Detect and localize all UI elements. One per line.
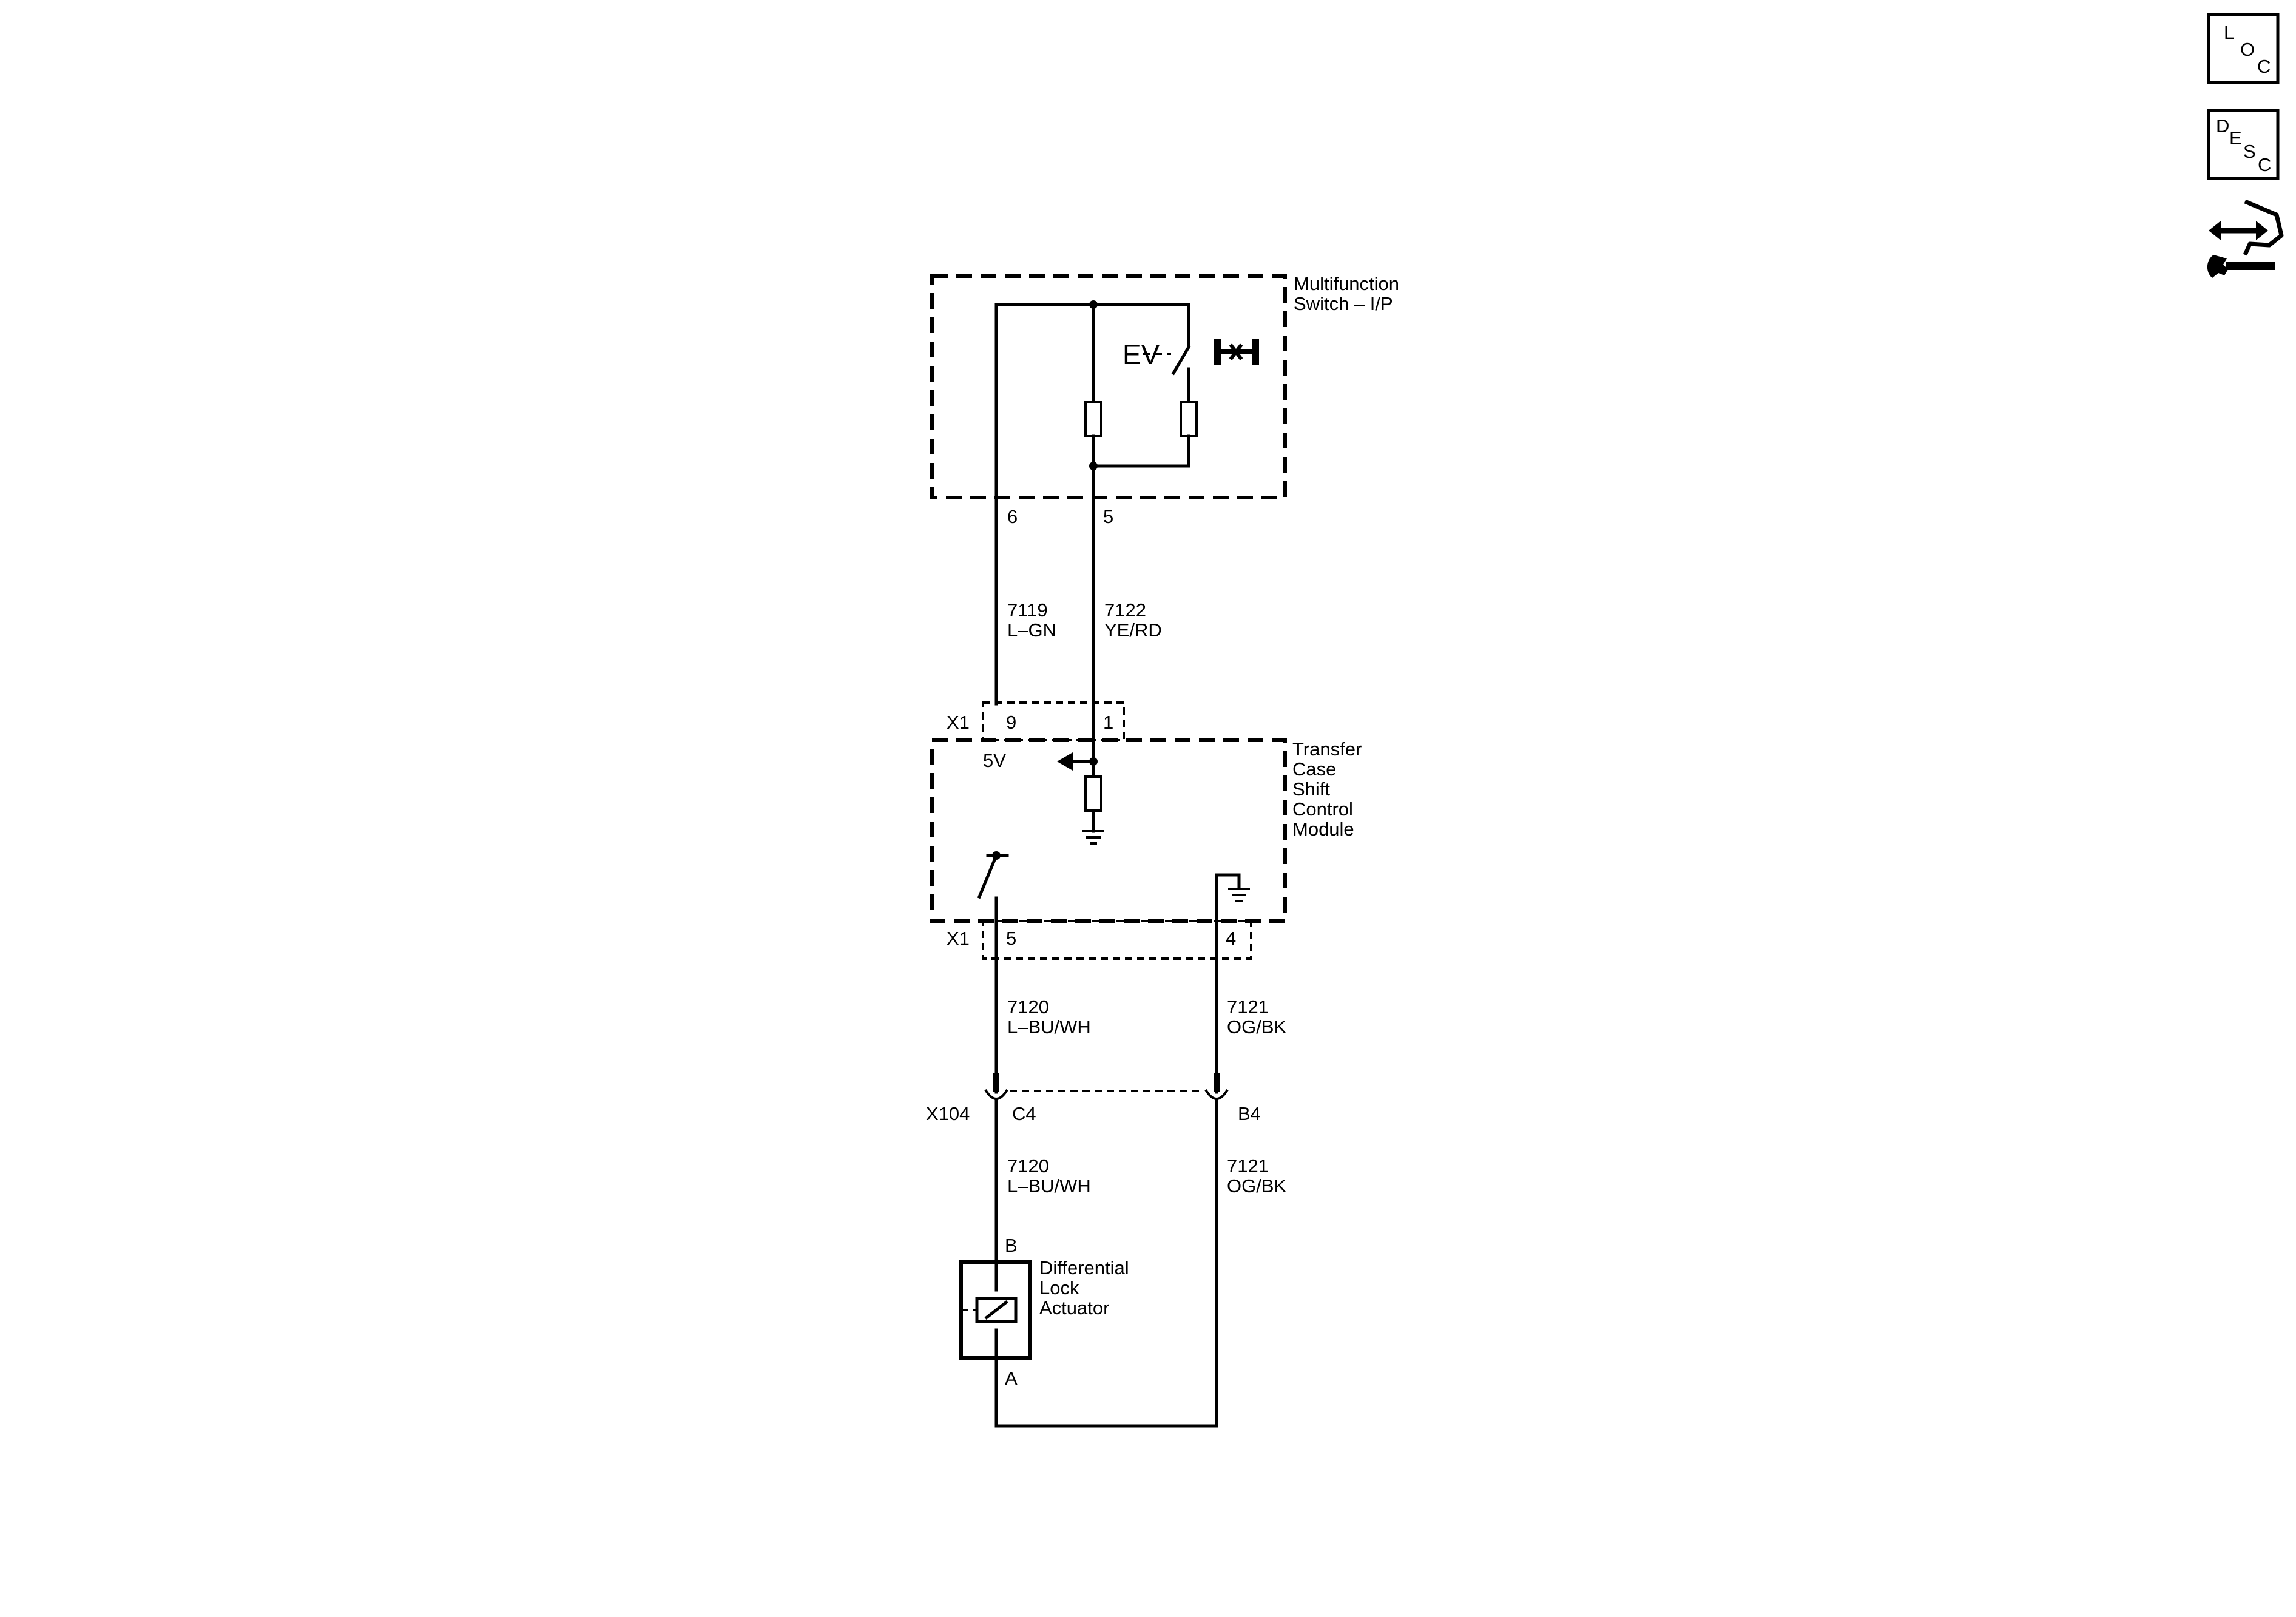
desc-icon[interactable]: D E S C	[2207, 109, 2280, 180]
tccm-label-line4: Control	[1292, 798, 1353, 820]
loc-letter-o: O	[2240, 39, 2255, 60]
svg-text:YE/RD: YE/RD	[1104, 619, 1162, 641]
x104-connector-label: X104	[926, 1103, 970, 1124]
svg-text:7121: 7121	[1227, 996, 1269, 1018]
wire-7120-upper-label: 7120 L–BU/WH	[1007, 996, 1091, 1038]
tccm-driver-switch	[977, 853, 999, 899]
svg-text:OG/BK: OG/BK	[1227, 1175, 1287, 1197]
x1-pin-4: 4	[1226, 928, 1236, 949]
svg-text:L–GN: L–GN	[1007, 619, 1056, 641]
tccm-label-line3: Shift	[1292, 778, 1330, 800]
loc-icon[interactable]: L O C	[2207, 13, 2280, 84]
actuator-label-line2: Lock	[1039, 1277, 1079, 1298]
svg-text:7120: 7120	[1007, 1155, 1049, 1176]
signal-arrow-icon	[1057, 752, 1073, 771]
svg-text:L–BU/WH: L–BU/WH	[1007, 1175, 1091, 1197]
actuator-pin-a: A	[1005, 1368, 1018, 1389]
x1-top-connector-label: X1	[947, 712, 970, 733]
ev-symbol-label: EV	[1123, 339, 1160, 370]
actuator-label-line1: Differential	[1039, 1257, 1129, 1278]
msw-resistor-2	[1180, 401, 1198, 437]
tccm-label-line1: Transfer	[1292, 738, 1362, 760]
msw-resistor-1	[1084, 401, 1102, 437]
connector-repair-icon[interactable]	[2207, 199, 2284, 278]
x1-bottom-connector-outline	[982, 920, 1252, 960]
svg-text:7119: 7119	[1007, 599, 1048, 621]
differential-lock-icon	[1214, 339, 1259, 365]
wire-7120-lower-label: 7120 L–BU/WH	[1007, 1155, 1091, 1197]
x1-pin-1: 1	[1103, 712, 1113, 733]
desc-letter-s: S	[2243, 141, 2256, 162]
svg-text:7121: 7121	[1227, 1155, 1269, 1176]
desc-letter-c: C	[2258, 154, 2271, 175]
tccm-label-line5: Module	[1292, 819, 1354, 840]
x1-bottom-connector-label: X1	[947, 928, 970, 949]
transfer-case-shift-control-module: Transfer Case Shift Control Module 5V	[930, 738, 1362, 1094]
desc-letter-d: D	[2216, 115, 2229, 137]
wire-7119-label: 7119 L–GN	[1007, 599, 1056, 641]
diff-lock-switch-contact	[1171, 345, 1191, 376]
actuator-pin-b: B	[1005, 1235, 1018, 1256]
tccm-ground-1	[1082, 830, 1104, 845]
svg-text:7122: 7122	[1104, 599, 1146, 621]
svg-text:7120: 7120	[1007, 996, 1049, 1018]
loc-letter-l: L	[2224, 22, 2234, 43]
x104-connector	[984, 1073, 1229, 1428]
msw-pin-5: 5	[1103, 506, 1113, 527]
x1-pin-5: 5	[1006, 928, 1016, 949]
wire-7122-label: 7122 YE/RD	[1104, 599, 1162, 641]
desc-letter-e: E	[2229, 127, 2242, 149]
loc-letter-c: C	[2257, 56, 2271, 77]
wire-7121-lower-label: 7121 OG/BK	[1227, 1155, 1287, 1197]
multifunction-switch-outline	[930, 274, 1287, 499]
svg-text:OG/BK: OG/BK	[1227, 1016, 1287, 1038]
tccm-resistor	[1084, 775, 1102, 812]
tccm-label-line2: Case	[1292, 758, 1336, 780]
tccm-5v-label: 5V	[983, 750, 1006, 771]
x104-pin-c4: C4	[1012, 1103, 1036, 1124]
x1-pin-9: 9	[1006, 712, 1016, 733]
multifunction-switch-label-line1: Multifunction	[1294, 273, 1399, 294]
actuator-label-line3: Actuator	[1039, 1297, 1109, 1318]
tccm-ground-2	[1228, 888, 1250, 902]
svg-text:L–BU/WH: L–BU/WH	[1007, 1016, 1091, 1038]
differential-lock-actuator: Differential Lock Actuator	[959, 1257, 1129, 1360]
wire-7121-upper-label: 7121 OG/BK	[1227, 996, 1287, 1038]
msw-pin-6: 6	[1007, 506, 1018, 527]
multifunction-switch-label-line2: Switch – I/P	[1294, 293, 1393, 314]
multifunction-switch: Multifunction Switch – I/P EV 6 5	[930, 273, 1399, 706]
x104-pin-b4: B4	[1238, 1103, 1261, 1124]
